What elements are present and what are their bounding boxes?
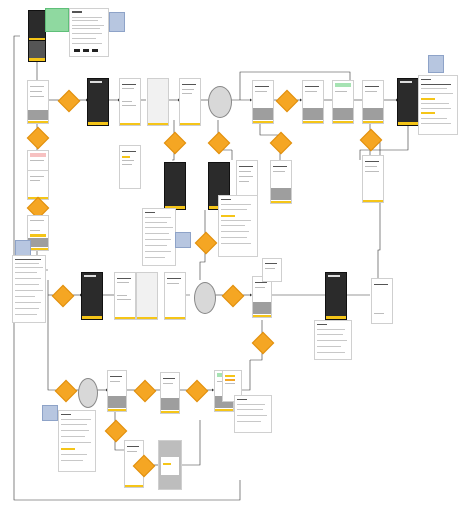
annotation-card-right xyxy=(418,75,458,135)
connector-outer-loop xyxy=(13,35,241,501)
screen-form-6 xyxy=(107,370,127,412)
screen-confirmation-2 xyxy=(325,272,347,320)
annotation-card-bottom-left xyxy=(58,410,96,472)
screen-form-5 xyxy=(252,276,272,318)
start-node xyxy=(78,378,98,408)
screen-options xyxy=(222,370,242,402)
sticky-note-comment-2 xyxy=(15,240,31,256)
screen-confirmation xyxy=(397,78,419,126)
screen-summary-2 xyxy=(371,278,393,324)
screen-form-1 xyxy=(252,80,274,124)
end-node xyxy=(194,282,216,314)
screen-summary xyxy=(362,155,384,203)
screen-form-2 xyxy=(302,80,324,124)
annotation-card-center xyxy=(142,208,176,266)
screen-address xyxy=(270,160,292,204)
screen-splash-photo xyxy=(28,40,46,62)
screen-step-1 xyxy=(119,78,141,126)
screen-step-3 xyxy=(179,78,201,126)
screen-details xyxy=(262,258,282,282)
annotation-card-left xyxy=(12,255,46,323)
sticky-note-intro xyxy=(45,8,69,32)
screen-form-4 xyxy=(362,80,384,124)
annotation-card-right-2 xyxy=(314,320,352,360)
screen-list xyxy=(119,145,141,189)
screen-welcome-2 xyxy=(81,272,103,320)
screen-step-2 xyxy=(147,78,169,126)
sticky-note-comment-4 xyxy=(175,232,191,248)
screen-verify xyxy=(27,215,49,251)
screen-code-entry xyxy=(27,170,49,200)
screen-form-3 xyxy=(332,80,354,124)
screen-scan-a xyxy=(164,162,186,210)
screen-step-4 xyxy=(114,272,136,320)
annotation-card-mid xyxy=(218,195,258,257)
sticky-note-comment-5 xyxy=(42,405,58,421)
sticky-note-comment-1 xyxy=(109,12,125,32)
screen-onboarding xyxy=(27,80,49,124)
sticky-note-comment-3 xyxy=(428,55,444,73)
screen-welcome xyxy=(87,78,109,126)
screen-splash xyxy=(28,10,46,42)
screen-overlay xyxy=(158,440,182,490)
end-node xyxy=(208,86,232,118)
screen-step-5 xyxy=(136,272,158,320)
annotation-card-bottom-right xyxy=(234,395,272,433)
screen-form-7 xyxy=(160,372,180,414)
screen-step-6 xyxy=(164,272,186,320)
annotation-card-intro xyxy=(69,8,109,57)
